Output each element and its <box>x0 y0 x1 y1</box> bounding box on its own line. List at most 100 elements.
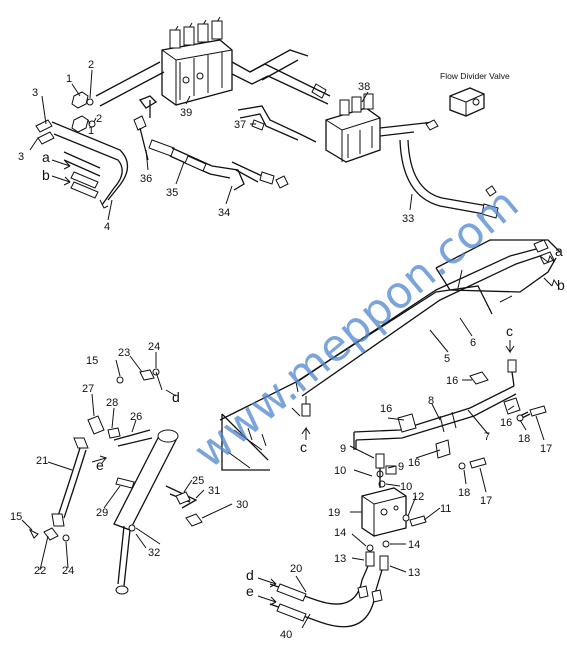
fitting-13a <box>365 551 375 567</box>
hose-37 <box>237 105 317 143</box>
label-17a: 17 <box>540 443 552 455</box>
label-10b: 10 <box>400 481 412 493</box>
label-15a: 15 <box>86 355 98 367</box>
fitting-25 <box>175 491 191 505</box>
label-19: 19 <box>328 507 340 519</box>
label-3a: 3 <box>32 87 38 99</box>
clamp-16a <box>469 371 489 385</box>
label-26: 26 <box>130 411 142 423</box>
label-16c: 16 <box>408 457 420 469</box>
letter-e-mid: e <box>96 457 104 473</box>
flow-arrows <box>51 159 559 606</box>
label-9b: 9 <box>398 461 404 473</box>
letter-c-left: c <box>300 439 307 455</box>
flow-divider-caption: Flow Divider Valve <box>440 71 510 81</box>
letter-a-right: a <box>555 243 563 259</box>
elbow-22 <box>43 527 59 541</box>
washer-18b <box>458 462 466 470</box>
valve-block-19 <box>361 487 407 537</box>
letter-d-mid: d <box>172 389 180 405</box>
elbow-fitting <box>138 95 158 118</box>
hose-33 <box>399 139 489 215</box>
pipe-end-cap <box>311 83 327 99</box>
label-18b: 18 <box>458 487 470 499</box>
valve-38 <box>325 93 381 163</box>
fittings-1-2 <box>71 91 96 133</box>
fitting-33 <box>485 185 497 197</box>
plug-15b <box>28 528 39 539</box>
nut-30 <box>185 513 203 527</box>
hose-21-top <box>73 437 89 449</box>
label-8: 8 <box>428 395 434 407</box>
fitting-37 <box>251 119 265 131</box>
label-10a: 10 <box>334 465 346 477</box>
fitting-c <box>301 403 311 417</box>
fitting-9a <box>375 453 385 469</box>
label-3b: 3 <box>18 151 24 163</box>
label-29: 29 <box>96 507 108 519</box>
clamp-16d <box>503 397 521 415</box>
label-16d: 16 <box>500 417 512 429</box>
pipe-39-right <box>231 61 331 105</box>
line-d <box>155 371 163 391</box>
label-2b: 2 <box>96 113 102 125</box>
cylinder-32 <box>113 429 179 595</box>
label-31: 31 <box>208 485 220 497</box>
fitting-c-right <box>507 359 517 373</box>
pipe-upper-right <box>249 49 309 81</box>
label-34: 34 <box>218 207 230 219</box>
label-38: 38 <box>358 81 370 93</box>
label-24a: 24 <box>148 341 160 353</box>
hose-clips <box>357 585 383 603</box>
label-16b: 16 <box>380 403 392 415</box>
watermark: www.meppon.com <box>184 178 528 478</box>
letter-c-right: c <box>506 323 513 339</box>
label-1b: 1 <box>88 125 94 137</box>
label-30: 30 <box>236 499 248 511</box>
hose-20 <box>269 565 369 605</box>
label-32: 32 <box>148 547 160 559</box>
letter-b-right: b <box>557 277 565 293</box>
hose-5 <box>295 247 541 383</box>
label-35: 35 <box>166 187 178 199</box>
washer-18a <box>516 414 524 422</box>
pipe-7-8 <box>353 385 517 441</box>
label-4: 4 <box>104 221 110 233</box>
hose-40 <box>269 569 383 628</box>
label-16a: 16 <box>446 375 458 387</box>
letter-e-bottom: e <box>246 583 254 599</box>
part-numbers: 1 1 2 2 3 3 4 5 6 7 8 9 9 10 10 11 12 13… <box>10 59 552 641</box>
label-2a: 2 <box>88 59 94 71</box>
pipe-26 <box>113 429 153 447</box>
letter-a-top: a <box>42 149 50 165</box>
fitting-27 <box>87 415 105 435</box>
label-22: 22 <box>34 565 46 577</box>
label-28: 28 <box>106 397 118 409</box>
hose-21-bottom <box>51 513 65 527</box>
label-6: 6 <box>470 337 476 349</box>
label-27: 27 <box>82 383 94 395</box>
bolt-11 <box>409 515 427 527</box>
label-14b: 14 <box>408 539 420 551</box>
label-40: 40 <box>280 629 292 641</box>
control-valve-39 <box>161 16 233 106</box>
label-13b: 13 <box>408 567 420 579</box>
pipe-clip <box>439 411 457 433</box>
clamp-16c <box>435 439 451 459</box>
washer-12 <box>402 514 410 522</box>
letter-b-top: b <box>42 167 50 183</box>
bolt-17a <box>529 405 547 417</box>
label-11: 11 <box>440 503 451 515</box>
label-18a: 18 <box>518 433 530 445</box>
o-ring-10b <box>378 480 386 488</box>
elbow-23 <box>139 369 155 381</box>
label-25: 25 <box>192 475 204 487</box>
label-20: 20 <box>290 563 302 575</box>
o-ring-24b <box>62 534 70 542</box>
label-1a: 1 <box>66 73 72 85</box>
bolt-17b <box>469 457 487 469</box>
label-15b: 15 <box>10 511 22 523</box>
hose-assembly-34-35-36 <box>133 115 289 191</box>
